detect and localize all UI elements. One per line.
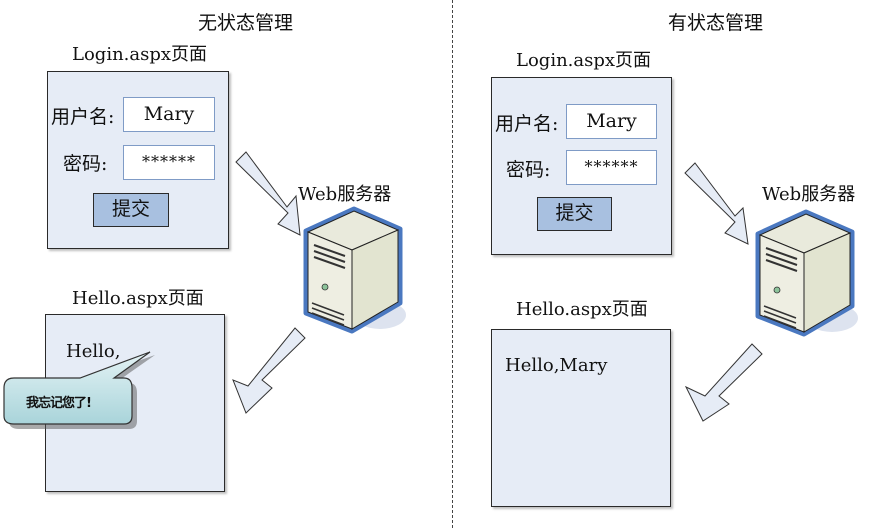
right-web-server-icon xyxy=(755,209,858,337)
right-username-label: 用户名: xyxy=(495,113,559,135)
left-request-arrow-icon xyxy=(235,151,301,236)
right-password-label: 密码: xyxy=(506,159,551,181)
right-submit-button[interactable]: 提交 xyxy=(537,197,612,231)
left-web-server-icon xyxy=(303,206,406,334)
left-username-input[interactable]: Mary xyxy=(123,97,215,132)
right-server-label: Web服务器 xyxy=(762,184,856,205)
left-submit-button[interactable]: 提交 xyxy=(93,193,169,227)
left-password-input[interactable]: ****** xyxy=(123,145,215,180)
right-hello-greeting: Hello,Mary xyxy=(505,355,608,376)
right-login-page-title: Login.aspx页面 xyxy=(516,50,652,71)
left-login-page-title: Login.aspx页面 xyxy=(72,44,208,65)
right-username-input[interactable]: Mary xyxy=(566,104,657,139)
left-password-label: 密码: xyxy=(63,153,108,175)
left-heading: 无状态管理 xyxy=(198,12,294,34)
left-server-label: Web服务器 xyxy=(298,184,392,205)
left-hello-page-title: Hello.aspx页面 xyxy=(72,288,204,309)
right-password-input[interactable]: ****** xyxy=(566,150,657,185)
right-response-arrow-icon xyxy=(684,343,763,422)
left-username-label: 用户名: xyxy=(51,106,115,128)
right-hello-page: Hello,Mary xyxy=(491,329,671,507)
left-hello-greeting: Hello, xyxy=(66,341,121,362)
left-login-page: 用户名: Mary 密码: ****** 提交 xyxy=(47,71,229,249)
left-response-arrow-icon xyxy=(232,327,306,414)
section-divider xyxy=(452,0,453,528)
left-callout-text: 我忘记您了! xyxy=(26,396,92,411)
right-hello-page-title: Hello.aspx页面 xyxy=(516,299,648,320)
right-heading: 有状态管理 xyxy=(668,12,764,34)
right-request-arrow-icon xyxy=(684,162,749,245)
right-login-page: 用户名: Mary 密码: ****** 提交 xyxy=(491,77,672,255)
